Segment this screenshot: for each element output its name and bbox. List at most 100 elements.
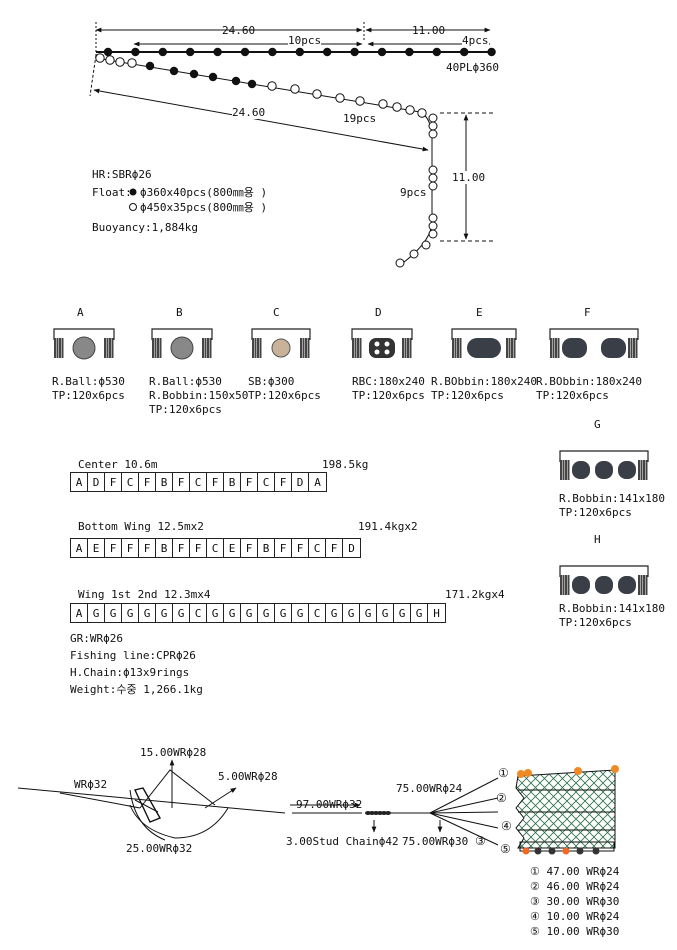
strip-cell: G bbox=[156, 604, 173, 622]
spec-h-chain: H.Chain:ϕ13x9rings bbox=[70, 666, 190, 679]
rig-icon bbox=[451, 328, 517, 358]
strip-cell: G bbox=[105, 604, 122, 622]
strip-cell: G bbox=[241, 604, 258, 622]
strip-cell: G bbox=[394, 604, 411, 622]
white-float bbox=[105, 55, 115, 65]
strip-cell: F bbox=[122, 539, 139, 557]
rig-letter: E bbox=[476, 306, 483, 319]
label-wr32-left: WRϕ32 bbox=[74, 778, 108, 791]
strip-cell: F bbox=[241, 539, 258, 557]
white-float bbox=[428, 213, 438, 223]
strip-cell: A bbox=[71, 539, 88, 557]
black-float bbox=[145, 61, 155, 71]
legend-float-1: ϕ360x40pcs(800㎜용 ) bbox=[140, 186, 268, 199]
rig-description: R.Bobbin:141x180 TP:120x6pcs bbox=[559, 492, 665, 519]
marker-2: ② bbox=[496, 791, 507, 805]
black-float bbox=[240, 47, 250, 57]
rig-icon bbox=[351, 328, 413, 358]
marker-3: ③ bbox=[475, 834, 486, 848]
strip-cell: G bbox=[258, 604, 275, 622]
strip-cell: F bbox=[173, 473, 190, 491]
rig-description: RBC:180x240 TP:120x6pcs bbox=[352, 375, 425, 402]
black-float bbox=[405, 47, 414, 57]
rig-letter: H bbox=[594, 533, 601, 546]
strip-cell: F bbox=[139, 539, 156, 557]
strip-cell: F bbox=[275, 473, 292, 491]
black-float bbox=[268, 47, 277, 57]
strip-cell: A bbox=[71, 604, 88, 622]
strip-wing-weight: 171.2kgx4 bbox=[445, 588, 505, 601]
legend-float-label: Float: bbox=[92, 186, 132, 199]
rig-letter: B bbox=[176, 306, 183, 319]
strip-cell: G bbox=[411, 604, 428, 622]
strip-wing-title: Wing 1st 2nd 12.3mx4 bbox=[78, 588, 211, 601]
strip-cell: F bbox=[190, 539, 207, 557]
top-dimension-lines bbox=[95, 22, 491, 55]
black-float bbox=[350, 47, 359, 57]
rig-icon bbox=[151, 328, 213, 360]
strip-cell: G bbox=[139, 604, 156, 622]
white-float bbox=[335, 93, 345, 103]
white-float bbox=[395, 258, 405, 268]
otter-board-assembly bbox=[17, 759, 286, 841]
strip-cell: C bbox=[190, 604, 207, 622]
count-19pcs: 19pcs bbox=[343, 112, 377, 125]
strip-cell: G bbox=[88, 604, 105, 622]
black-float bbox=[377, 47, 387, 57]
marker-4: ④ bbox=[501, 819, 512, 833]
black-float bbox=[131, 47, 140, 57]
rig-letter: G bbox=[594, 418, 601, 431]
white-float bbox=[428, 121, 438, 131]
strip-cell: F bbox=[275, 539, 292, 557]
black-float bbox=[460, 47, 469, 57]
strip-cell: C bbox=[309, 539, 326, 557]
rig-description: R.Bobbin:141x180 TP:120x6pcs bbox=[559, 602, 665, 629]
white-float bbox=[428, 173, 438, 183]
footrope-bobbin bbox=[534, 847, 542, 855]
strip-cell: D bbox=[88, 473, 105, 491]
strip-cell: F bbox=[105, 539, 122, 557]
strip-cell: G bbox=[377, 604, 394, 622]
strip-cell: G bbox=[343, 604, 360, 622]
strip-cell: G bbox=[173, 604, 190, 622]
legend-line-5: ⑤ 10.00 WRϕ30 bbox=[530, 925, 620, 938]
footrope-bobbin bbox=[592, 847, 600, 855]
white-float bbox=[428, 165, 438, 175]
label-wr30-75: 75.00WRϕ30 bbox=[402, 835, 469, 848]
black-float bbox=[189, 69, 199, 79]
strip-cell: C bbox=[190, 473, 207, 491]
float-top-spec: 40PLϕ360 bbox=[446, 61, 499, 74]
strip-cell: G bbox=[122, 604, 139, 622]
white-float bbox=[428, 113, 438, 123]
footrope-bobbin bbox=[522, 847, 530, 855]
white-float bbox=[392, 102, 402, 112]
spec-gr: GR:WRϕ26 bbox=[70, 632, 123, 645]
strip-cell: F bbox=[292, 539, 309, 557]
stud-chain bbox=[365, 811, 391, 815]
trawl-net bbox=[515, 769, 616, 852]
strip-cell: G bbox=[224, 604, 241, 622]
black-float bbox=[323, 47, 332, 57]
black-float bbox=[247, 79, 257, 89]
rig-icon bbox=[549, 328, 639, 358]
label-wr28-15: 15.00WRϕ28 bbox=[140, 746, 207, 759]
dim-lower: 24.60 bbox=[232, 106, 266, 119]
net-float bbox=[574, 767, 582, 775]
label-stud-chain: 3.00Stud Chainϕ42 bbox=[286, 835, 399, 848]
count-4pcs: 4pcs bbox=[462, 34, 489, 47]
white-float bbox=[417, 108, 427, 118]
strip-cell: F bbox=[241, 473, 258, 491]
white-float bbox=[428, 229, 438, 239]
strip-cell: G bbox=[360, 604, 377, 622]
white-float bbox=[267, 81, 277, 91]
strip-cell: E bbox=[88, 539, 105, 557]
strip-cell: C bbox=[207, 539, 224, 557]
footrope-bobbin bbox=[548, 847, 556, 855]
net-float bbox=[611, 765, 619, 773]
rig-description: R.BObbin:180x240 TP:120x6pcs bbox=[431, 375, 537, 402]
white-float bbox=[95, 53, 105, 63]
white-float bbox=[421, 240, 431, 250]
